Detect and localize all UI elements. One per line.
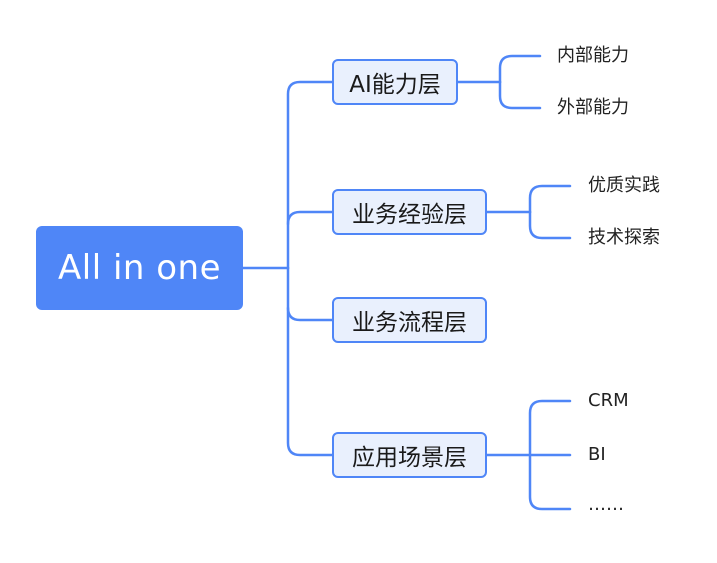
connector-app-child-3 — [528, 453, 572, 511]
layer-node-process: 业务流程层 — [332, 297, 487, 343]
layer-node-application: 应用场景层 — [332, 432, 487, 478]
layer-node-experience: 业务经验层 — [332, 189, 487, 235]
layer-node-ai: AI能力层 — [332, 59, 458, 105]
leaf-external-capability: 外部能力 — [557, 97, 629, 118]
connector-exp-child-1 — [528, 184, 572, 214]
connector-ai-child-2 — [498, 80, 542, 110]
connector-ai-child-1 — [498, 54, 542, 84]
connector-layer-3 — [286, 306, 334, 322]
connector-app-child-1 — [528, 399, 572, 457]
leaf-more: …… — [588, 494, 624, 515]
leaf-bi: BI — [588, 444, 606, 465]
leaf-internal-capability: 内部能力 — [557, 45, 629, 66]
connector-exp-child-2 — [528, 210, 572, 240]
connector-trunk-top — [286, 80, 334, 270]
leaf-crm: CRM — [588, 390, 629, 411]
connector-trunk-bottom — [286, 266, 334, 457]
connector-layer-2 — [286, 210, 334, 226]
leaf-best-practice: 优质实践 — [588, 175, 660, 196]
leaf-tech-exploration: 技术探索 — [588, 227, 660, 248]
root-node: All in one — [36, 226, 243, 310]
